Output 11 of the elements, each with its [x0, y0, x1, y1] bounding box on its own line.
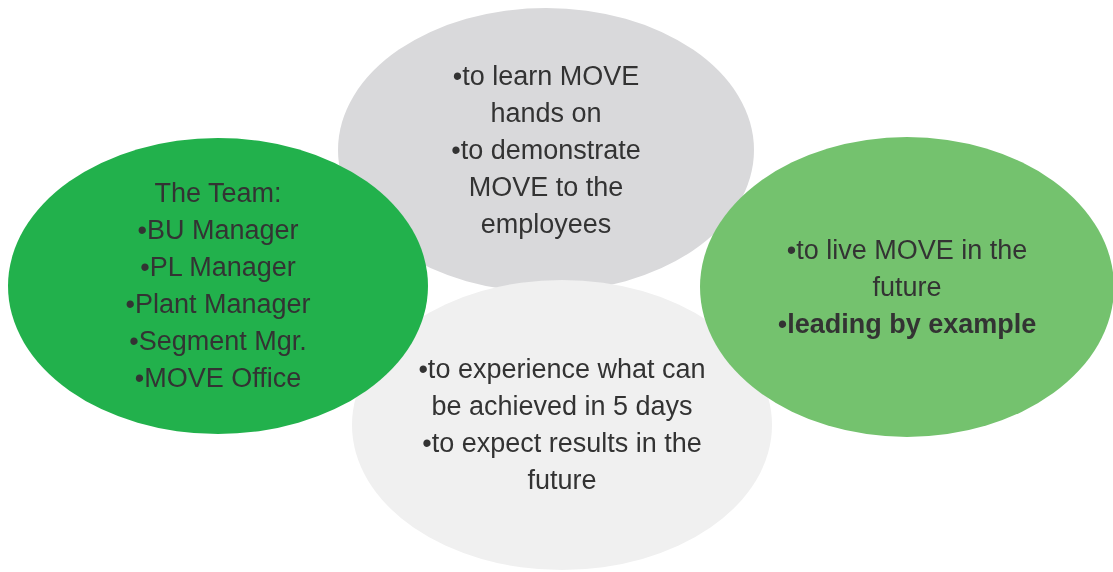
bullet-text: •to experience what can be achieved in 5 days: [417, 353, 707, 423]
bullet-text: •to demonstrate MOVE to the employees: [450, 133, 642, 241]
bullet-text: •to expect results in the future: [421, 427, 703, 497]
bullet-text: •PL Manager: [140, 251, 296, 284]
bullet-text: •to learn MOVE hands on: [451, 59, 641, 130]
bullet-text: •leading by example: [777, 307, 1037, 341]
bullet-text: •BU Manager: [137, 214, 299, 247]
bullet-text: •Segment Mgr.: [129, 325, 307, 358]
bullet-text: •MOVE Office: [134, 362, 302, 395]
heading-text: The Team:: [154, 177, 282, 210]
bullet-text: •Plant Manager: [125, 288, 311, 321]
